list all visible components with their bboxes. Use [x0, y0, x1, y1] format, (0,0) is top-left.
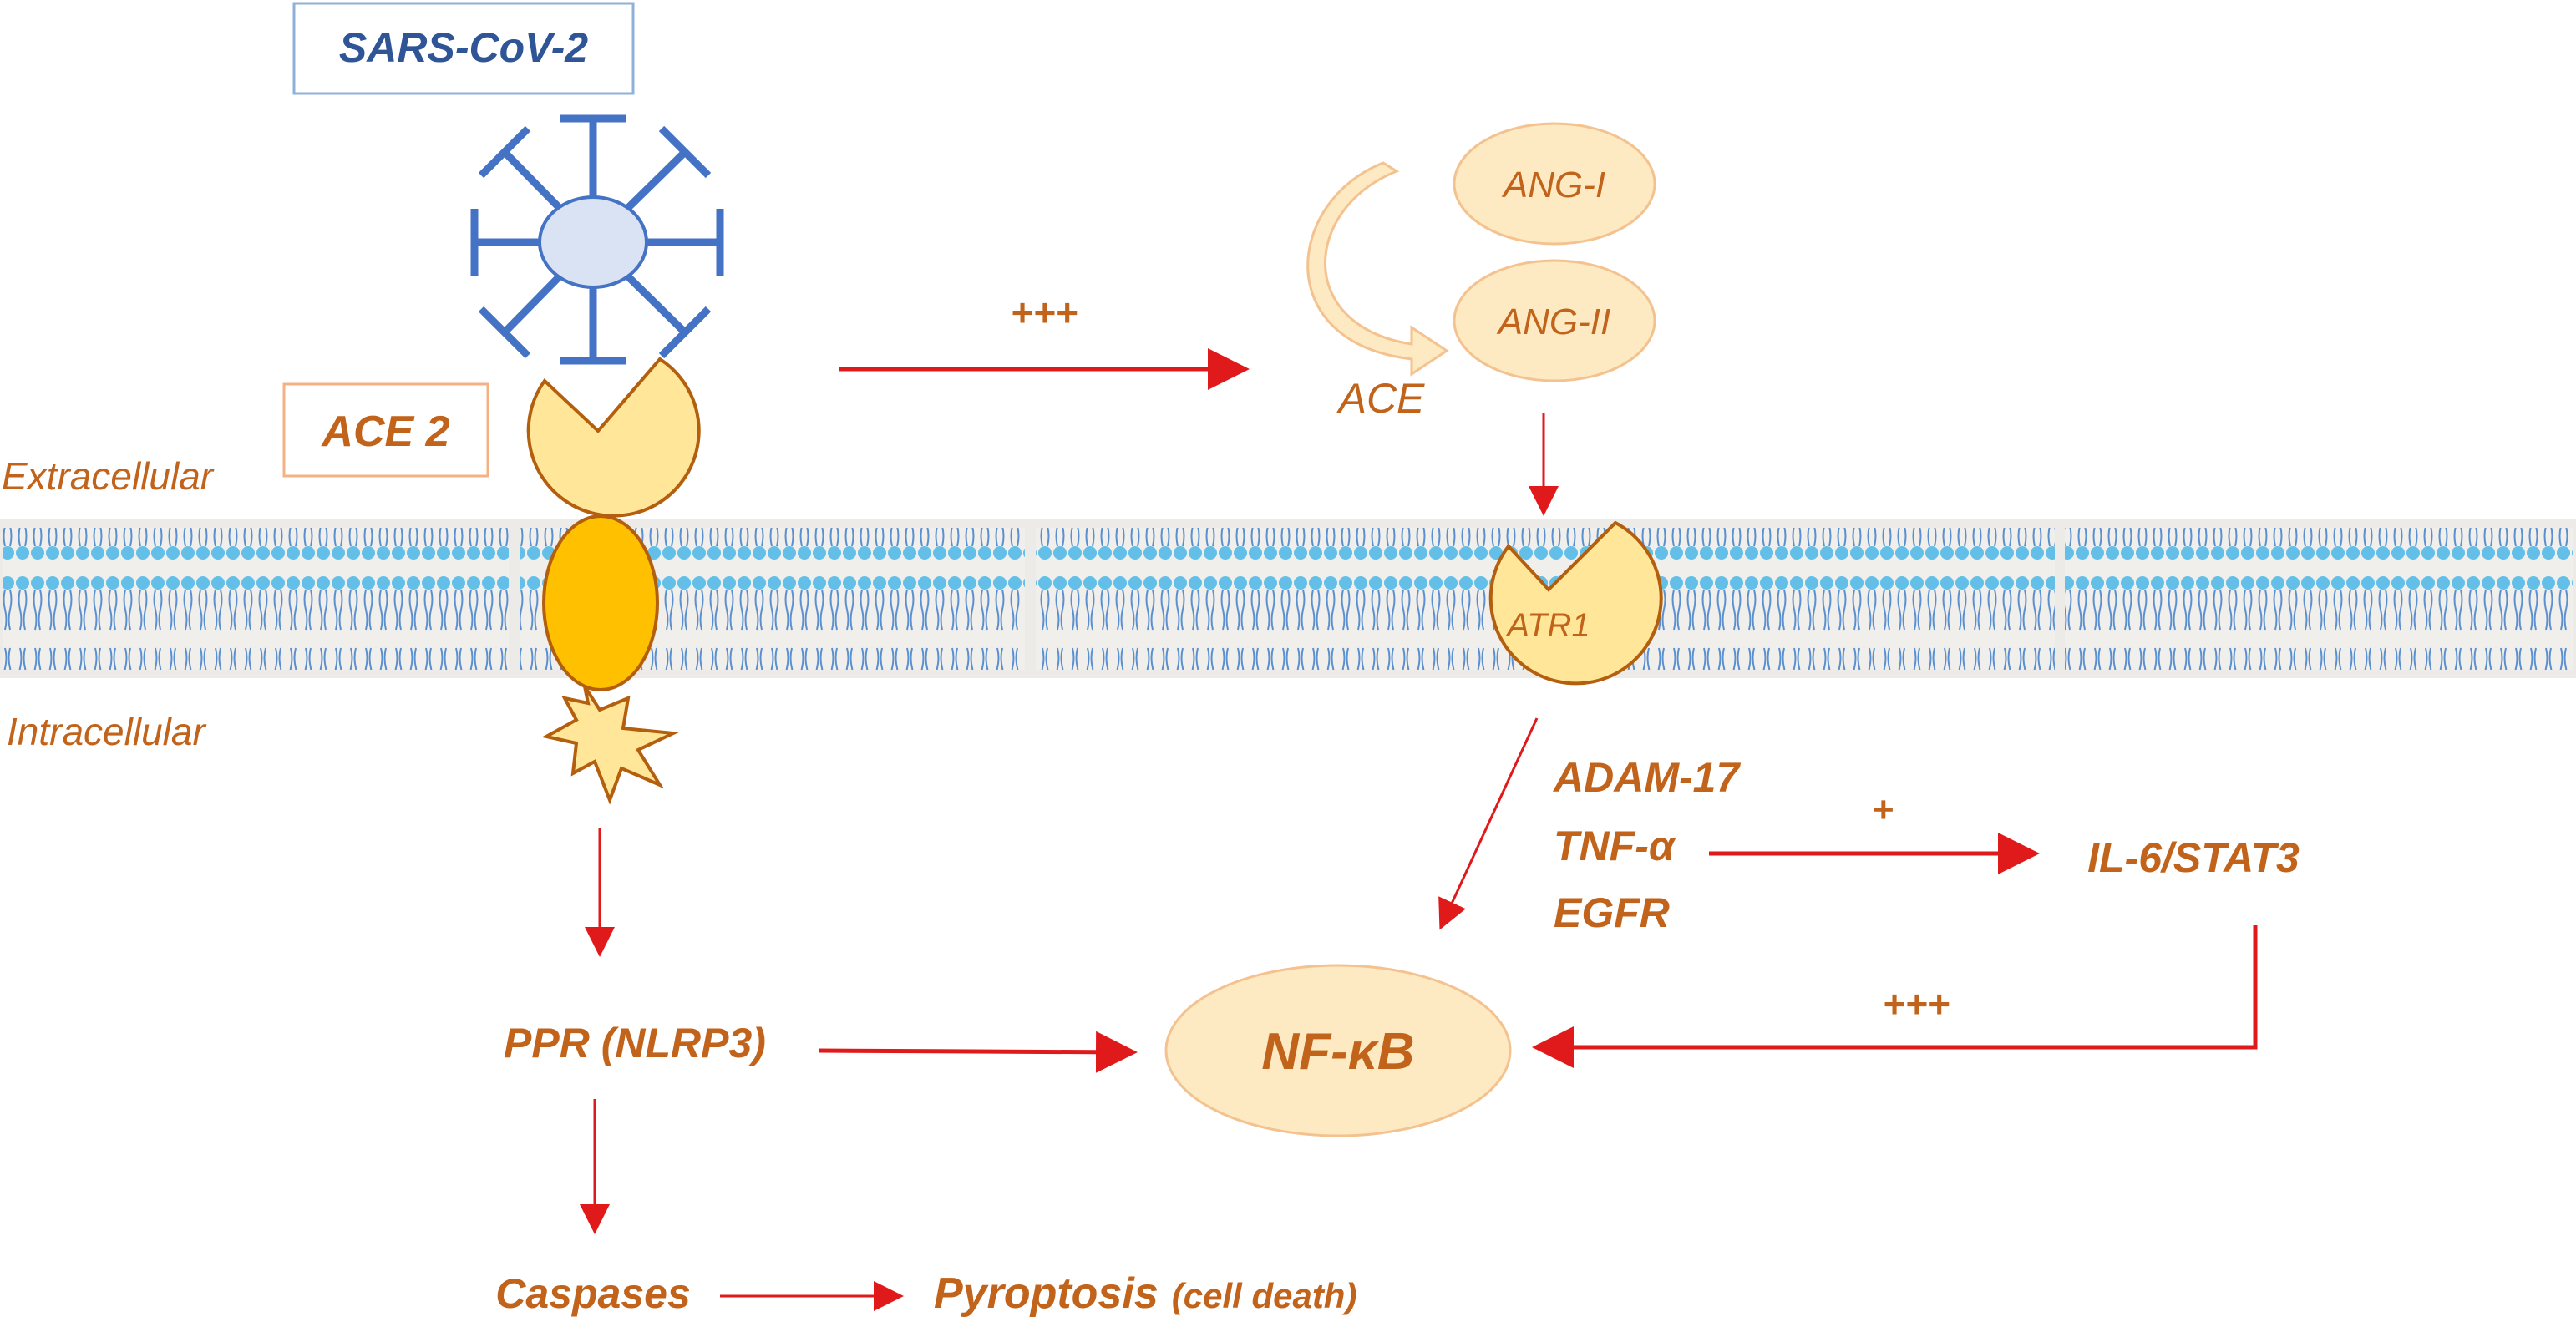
- plus-one-label: +: [1872, 789, 1894, 830]
- ace2-label-box: ACE 2: [282, 382, 489, 478]
- nfkb-label: NF-κB: [1261, 1023, 1414, 1081]
- ang1-node: ANG-I: [1453, 122, 1656, 246]
- atr1-label: ATR1: [1505, 607, 1590, 644]
- ace-enzyme-label: ACE: [1336, 375, 1425, 422]
- mediators-list: ADAM-17 TNF-α EGFR: [1552, 754, 1741, 936]
- atr1-to-nfkb-arrow: [1438, 717, 1539, 930]
- nfkb-node: NF-κB: [1164, 964, 1512, 1137]
- cell-membrane: [0, 519, 2576, 678]
- virus-particle: [470, 114, 724, 365]
- ang2-label: ANG-II: [1496, 301, 1610, 342]
- ang2-node: ANG-II: [1453, 259, 1656, 382]
- intracellular-label: Intracellular: [7, 710, 206, 753]
- top-plus-label: +++: [1011, 291, 1078, 334]
- virus-label-box: SARS-CoV-2: [292, 2, 635, 95]
- mediator-tnf: TNF-α: [1554, 823, 1676, 869]
- ace-conversion-arrow: [1306, 161, 1449, 377]
- atr1-receptor: ATR1: [1488, 520, 1663, 686]
- pyroptosis-label: Pyroptosis (cell death): [934, 1269, 1356, 1318]
- ang1-label: ANG-I: [1501, 165, 1605, 205]
- ace2-label: ACE 2: [320, 408, 449, 456]
- right-plus-label: +++: [1883, 982, 1950, 1026]
- ace2-receptor: [526, 357, 701, 805]
- caspases-label: Caspases: [495, 1270, 691, 1317]
- ppr-to-nfkb-arrow: [818, 1031, 1138, 1073]
- il6-stat3-label: IL-6/STAT3: [2087, 834, 2300, 881]
- mediator-adam17: ADAM-17: [1552, 754, 1741, 801]
- pyroptosis-note: (cell death): [1172, 1276, 1357, 1315]
- extracellular-label: Extracellular: [2, 454, 215, 498]
- pyroptosis-word: Pyroptosis: [934, 1269, 1159, 1318]
- mediator-egfr: EGFR: [1554, 889, 1670, 936]
- il6-to-nfkb-arrow: [1532, 925, 2258, 1068]
- ppr-label: PPR (NLRP3): [504, 1020, 766, 1066]
- virus-label: SARS-CoV-2: [339, 24, 588, 71]
